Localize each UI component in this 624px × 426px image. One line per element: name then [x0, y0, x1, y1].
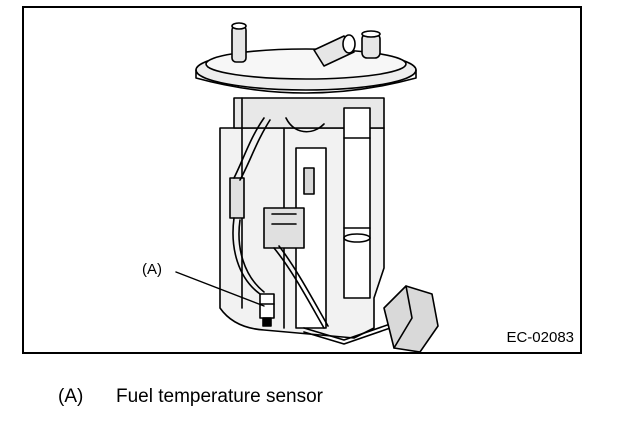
- fuel-pump-illustration: (A): [142, 22, 439, 352]
- legend-key: (A): [58, 386, 84, 407]
- figure-code: EC-02083: [506, 329, 574, 346]
- legend-text: Fuel temperature sensor: [116, 386, 323, 407]
- callout-leader: [175, 271, 265, 307]
- fuel-temperature-sensor: [259, 293, 275, 327]
- pump-body: [219, 97, 385, 339]
- diagram-frame: (A) EC-02083: [22, 6, 582, 354]
- pump-flange: [195, 48, 417, 94]
- fuel-level-float: [303, 285, 439, 352]
- wiring-harness: [232, 117, 329, 329]
- flange-pipes: [231, 22, 381, 67]
- callout-label: (A): [142, 261, 162, 278]
- legend-row: (A) Fuel temperature sensor: [58, 386, 323, 408]
